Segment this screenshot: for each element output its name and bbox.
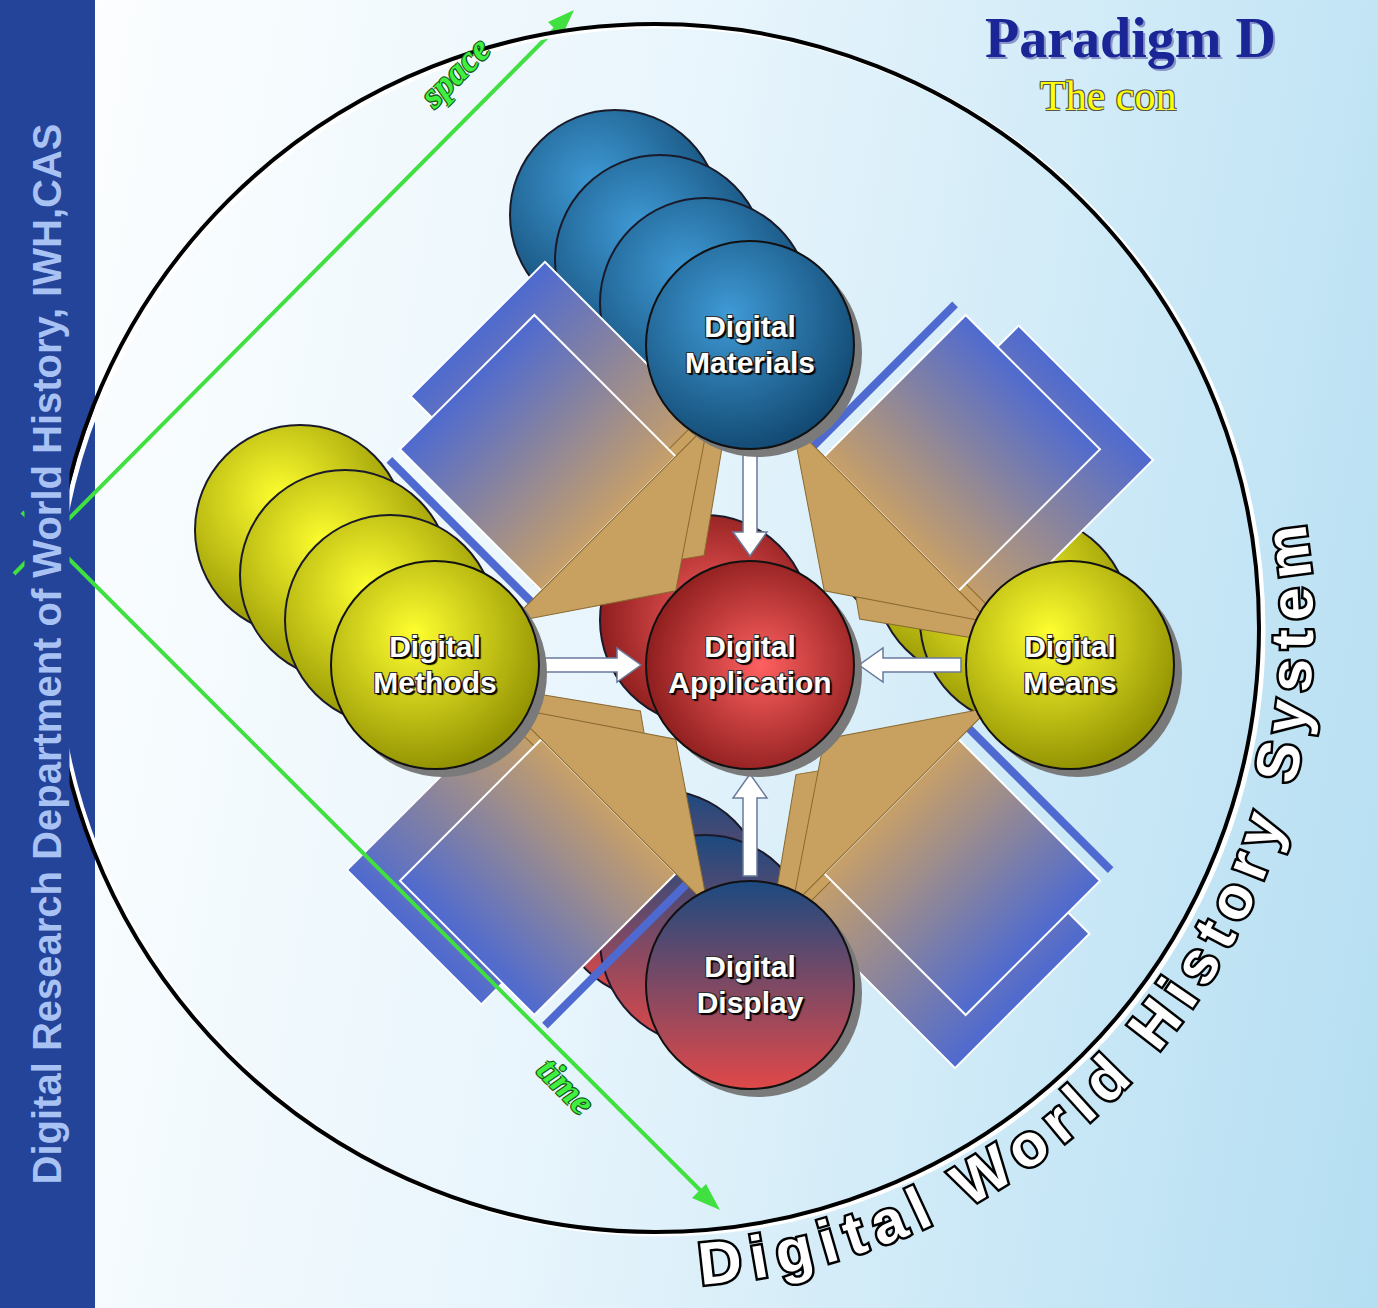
concept-circle: Digital Methods [330, 560, 540, 770]
circle-fill [331, 561, 539, 769]
flow-arrow [733, 774, 767, 876]
text-arc [409, 241, 1313, 1286]
circle-fill [966, 561, 1174, 769]
flow-arrow [733, 454, 767, 556]
circle-text: Digital Materials [685, 309, 815, 381]
circle-text: Digital Means [1018, 629, 1123, 701]
node-label: Digital Means [1018, 629, 1123, 701]
axis-label: time [529, 1049, 604, 1124]
flow-arrow [859, 648, 961, 682]
concept-circle: Digital Application [645, 560, 855, 770]
circle-fill [646, 561, 854, 769]
flow-arrows [315, 230, 1185, 1100]
subtitle: The con [1040, 72, 1176, 120]
concept-circle: Digital Materials [645, 240, 855, 450]
node-label: Digital Application [668, 629, 831, 701]
concept-circle: Digital Display [645, 880, 855, 1090]
circle-text: Digital Application [668, 629, 831, 701]
system-circle: Digital World History SystemDigital Mate… [45, 18, 1265, 1238]
circle-outline [645, 560, 855, 770]
drawing-part [22, 512, 704, 1194]
title: Paradigm D [985, 6, 1276, 70]
organization-name: Digital Research Department of World His… [25, 120, 70, 1189]
circle-text: Digital Display [697, 949, 804, 1021]
axes [14, 10, 720, 1210]
circle-fill [646, 241, 854, 449]
circle-fill [646, 881, 854, 1089]
concept-circle: Digital Means [965, 560, 1175, 770]
system-outline [51, 24, 1259, 1232]
circle-outline [330, 560, 540, 770]
circle-outline [965, 560, 1175, 770]
node-label: Digital Methods [373, 629, 496, 701]
drawing-part [692, 1184, 720, 1210]
circle-outline [645, 240, 855, 450]
circle-outline [645, 880, 855, 1090]
drawing-part [14, 24, 560, 574]
node-label: Digital Display [697, 949, 804, 1021]
node-label: Digital Materials [685, 309, 815, 381]
circle-text: Digital Methods [373, 629, 496, 701]
axis-label: space [411, 28, 499, 116]
flow-arrow [544, 648, 641, 682]
